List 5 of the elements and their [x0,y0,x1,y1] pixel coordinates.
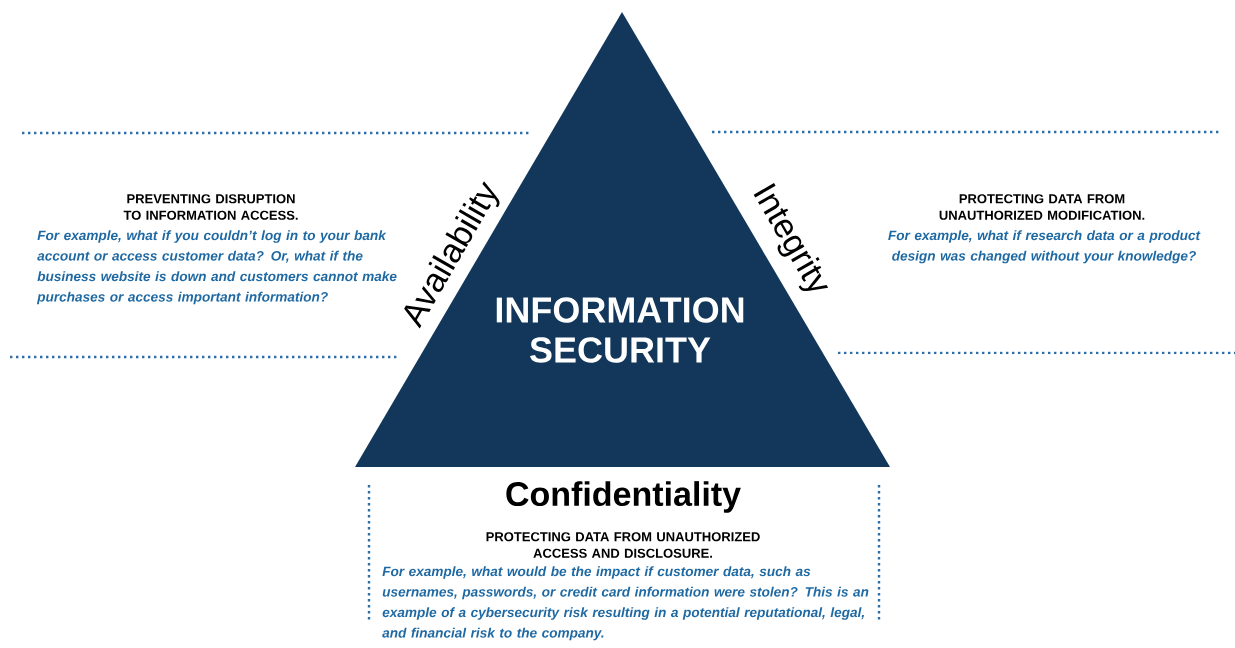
example-text: For example, what if research data or a product design was changed without your knowledge? [888,230,1201,264]
section-heading: PREVENTING DISRUPTION TO INFORMATION ACCESS. [123,194,298,220]
example-text: For example, what would be the impact if customer data, such as usernames, passwords, or credit card information were stolen? This is an example of a cybersecurity risk resulting in a potential reputational, legal, and financial risk to the company. [382,566,869,641]
section-heading: PROTECTING DATA FROM UNAUTHORIZED ACCESS AND DISCLOSURE. [486,532,760,558]
section-heading: PROTECTING DATA FROM UNAUTHORIZED MODIFICATION. [939,194,1145,220]
